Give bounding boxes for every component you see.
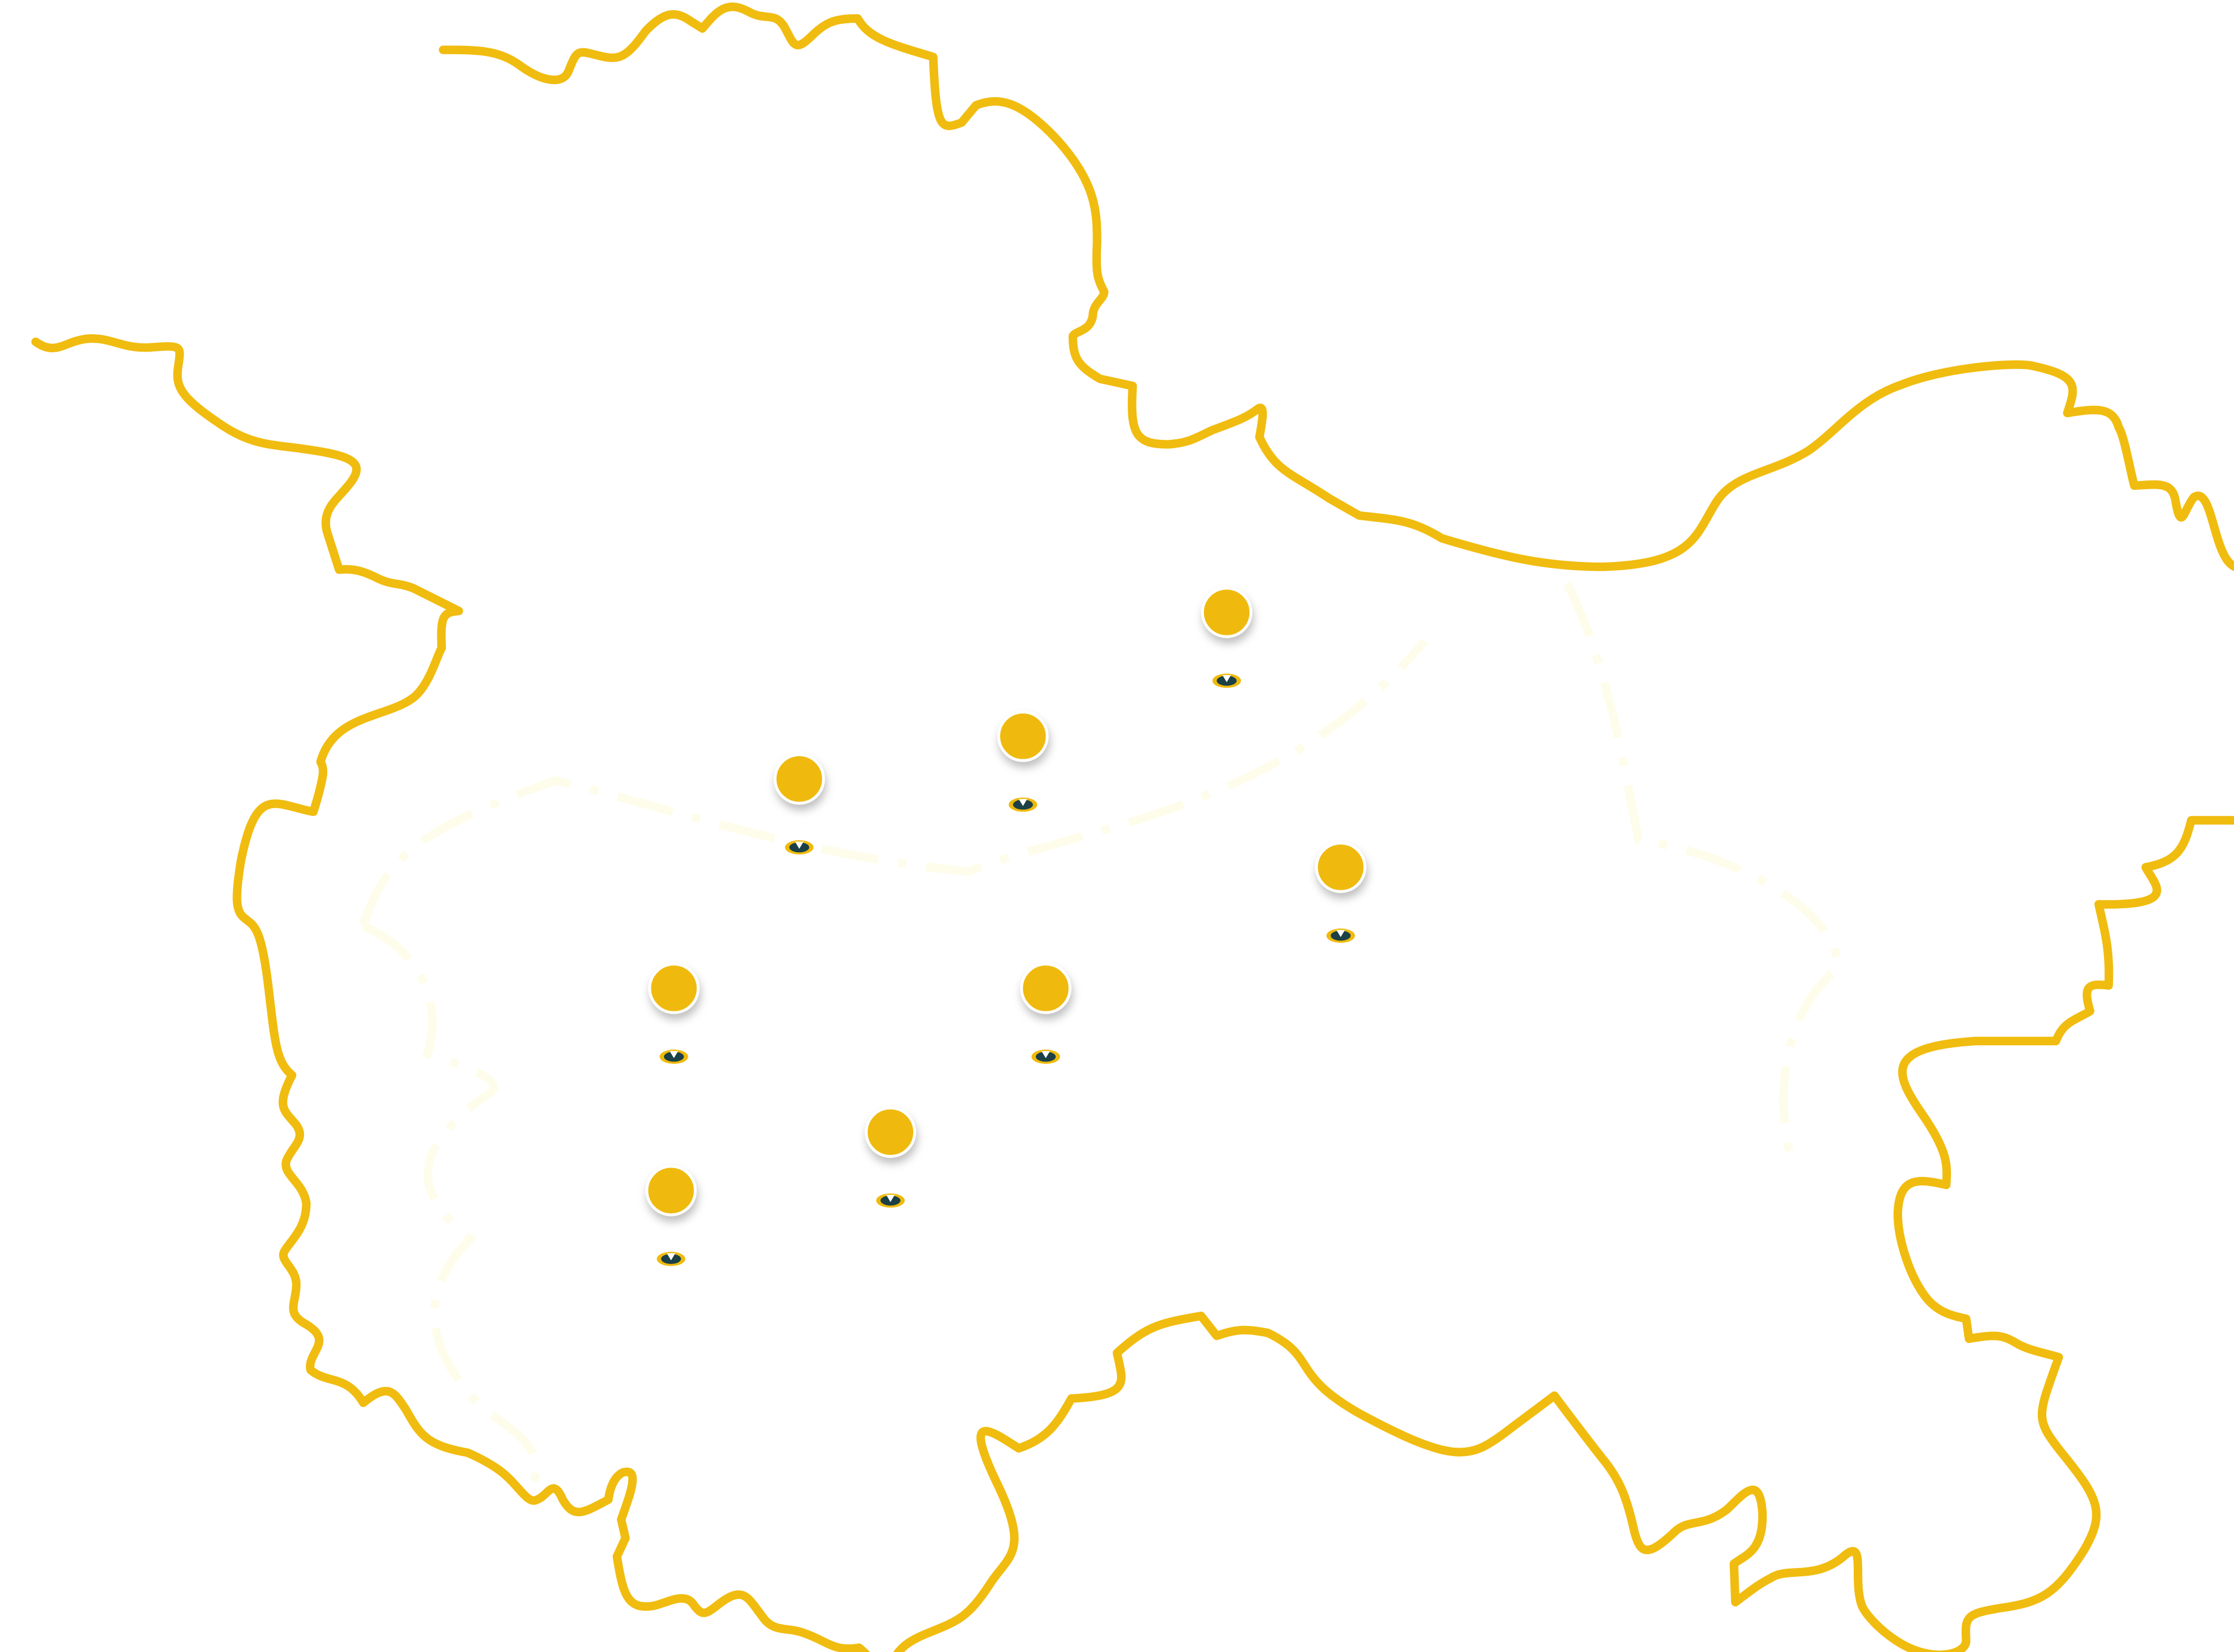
location-dot-icon[interactable] (645, 1165, 697, 1216)
marker-4[interactable] (1315, 841, 1367, 943)
marker-1[interactable] (1201, 586, 1253, 688)
marker-6[interactable] (1020, 962, 1072, 1064)
location-dot-icon[interactable] (1020, 962, 1072, 1014)
marker-5[interactable] (648, 962, 700, 1064)
location-dot-icon[interactable] (1201, 586, 1253, 638)
location-dot-icon[interactable] (864, 1106, 916, 1158)
location-dot-icon[interactable] (1315, 841, 1367, 893)
pin-anchor-icon (1326, 929, 1355, 943)
marker-8[interactable] (645, 1165, 697, 1266)
pin-anchor-icon (659, 1049, 688, 1064)
pin-anchor-icon (1031, 1049, 1060, 1064)
inner-region-boundaries (359, 582, 1842, 1482)
location-dot-icon[interactable] (997, 710, 1049, 762)
pin-anchor-icon (1009, 797, 1038, 812)
pin-anchor-icon (656, 1252, 685, 1266)
pin-anchor-icon (1212, 673, 1241, 688)
location-dot-icon[interactable] (773, 753, 825, 805)
pin-anchor-icon (785, 840, 814, 855)
country-border-outline (31, 2, 2234, 1652)
marker-7[interactable] (864, 1106, 916, 1208)
marker-3[interactable] (773, 753, 825, 855)
marker-2[interactable] (997, 710, 1049, 812)
pin-anchor-icon (876, 1193, 905, 1208)
location-dot-icon[interactable] (648, 962, 700, 1014)
